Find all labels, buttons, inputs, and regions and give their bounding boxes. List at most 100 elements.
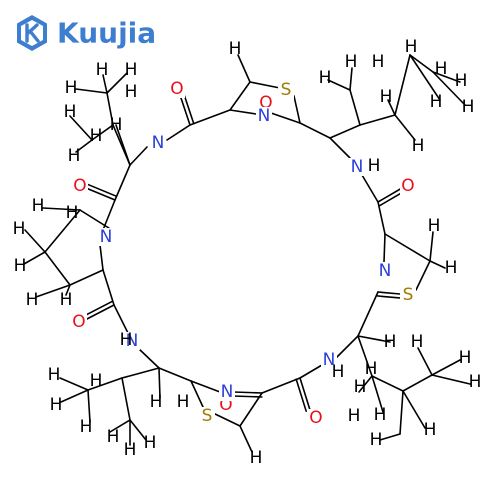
bond-29 (23, 251, 46, 265)
bond-25 (44, 251, 71, 286)
bond-1 (249, 81, 281, 89)
atom-label-h: H (90, 126, 103, 146)
bond-69 (357, 291, 379, 337)
atom-label-h: H (380, 87, 393, 107)
bond-33 (84, 304, 115, 321)
atom-label-h: H (459, 348, 472, 368)
atom-label-h: H (354, 377, 367, 397)
atom-label-h: H (462, 97, 475, 117)
bond-24 (44, 209, 81, 253)
bond-39 (59, 377, 89, 391)
atom-label-h: H (66, 203, 79, 223)
atom-label-h: H (372, 52, 385, 72)
bond-72 (384, 233, 431, 262)
bond-84 (327, 79, 351, 91)
atom-label-h: H (65, 78, 78, 98)
atom-label-n: N (126, 331, 139, 351)
bond-81 (329, 124, 361, 139)
atom-label-h: H (150, 392, 163, 412)
bond-4 (229, 109, 257, 115)
bond-55 (299, 364, 323, 379)
bond-60 (399, 390, 404, 435)
atom-label-n: N (152, 133, 165, 153)
atom-label-h: H (68, 146, 81, 166)
atom-halo (169, 80, 185, 98)
atom-label-o: O (401, 176, 414, 196)
bond-90 (409, 54, 441, 101)
atom-label-o: O (73, 176, 86, 196)
atom-label-o: O (72, 312, 85, 332)
atom-label-h: H (107, 427, 120, 447)
atom-label-h: H (50, 395, 63, 415)
atom-label-h: H (80, 417, 93, 437)
atom-label-h: H (374, 405, 387, 425)
atom-halo (219, 383, 235, 401)
bond-79 (329, 137, 351, 159)
bond-18 (115, 124, 131, 166)
bond-32 (102, 269, 115, 306)
k-hexagon-icon (17, 15, 47, 51)
atom-halo (278, 81, 294, 99)
bond-14 (106, 72, 128, 94)
atom-label-h: H (348, 406, 361, 426)
bond-37 (87, 377, 123, 391)
bond-88 (387, 99, 396, 116)
atom-halo (124, 332, 140, 350)
bond-89 (394, 114, 416, 141)
bond-31 (65, 284, 71, 296)
atom-label-h: H (48, 365, 61, 385)
atom-label-h: H (345, 52, 358, 72)
atom-label-h: H (13, 219, 26, 239)
bond-61 (402, 390, 426, 429)
bond-30 (35, 284, 71, 298)
bond-57 (357, 335, 373, 377)
atom-halo (199, 407, 215, 425)
bond-2 (293, 95, 301, 124)
bond-58 (371, 375, 404, 392)
bond-15 (75, 88, 108, 94)
atom-label-h: H (455, 71, 468, 91)
atom-label-h: H (64, 102, 77, 122)
double-bond-2 (82, 300, 113, 318)
bond-80 (299, 122, 331, 139)
atom-label-h: H (26, 290, 39, 310)
atom-halo (72, 177, 88, 195)
bond-5 (237, 54, 251, 83)
atom-halo (308, 409, 324, 427)
bond-91 (432, 71, 461, 83)
bond-35 (137, 347, 160, 369)
bond-82 (349, 89, 361, 126)
bond-70 (377, 291, 401, 295)
bond-48 (212, 412, 241, 427)
bond-83 (349, 67, 353, 91)
bond-78 (361, 174, 379, 203)
bond-77 (377, 187, 403, 203)
bond-0 (229, 81, 251, 111)
atom-label-n: N (351, 157, 364, 177)
atom-halo (377, 262, 393, 280)
atom-label-h: H (124, 440, 137, 460)
atom-halo (400, 286, 416, 304)
bond-12 (106, 92, 114, 126)
bond-67 (417, 347, 433, 376)
atom-label-n: N (323, 350, 336, 370)
bond-8 (166, 124, 191, 141)
bond-65 (431, 359, 461, 376)
atom-label-h: H (384, 332, 397, 352)
bond-19 (114, 164, 131, 201)
bond-68 (357, 335, 391, 343)
bond-51 (190, 380, 221, 393)
atom-label-h: H (96, 60, 109, 80)
atom-label-h: H (368, 156, 381, 176)
bond-86 (394, 54, 411, 116)
bond-9 (129, 146, 148, 166)
bond-36 (121, 367, 160, 379)
atom-label-h: H (32, 196, 45, 216)
atom-label-h: H (430, 92, 443, 112)
atom-halo (150, 134, 166, 152)
atom-label-s: S (403, 285, 414, 305)
atom-halo (321, 351, 337, 369)
atom-halo (400, 177, 416, 195)
atom-halo (98, 228, 114, 246)
double-bond-1 (86, 183, 118, 198)
